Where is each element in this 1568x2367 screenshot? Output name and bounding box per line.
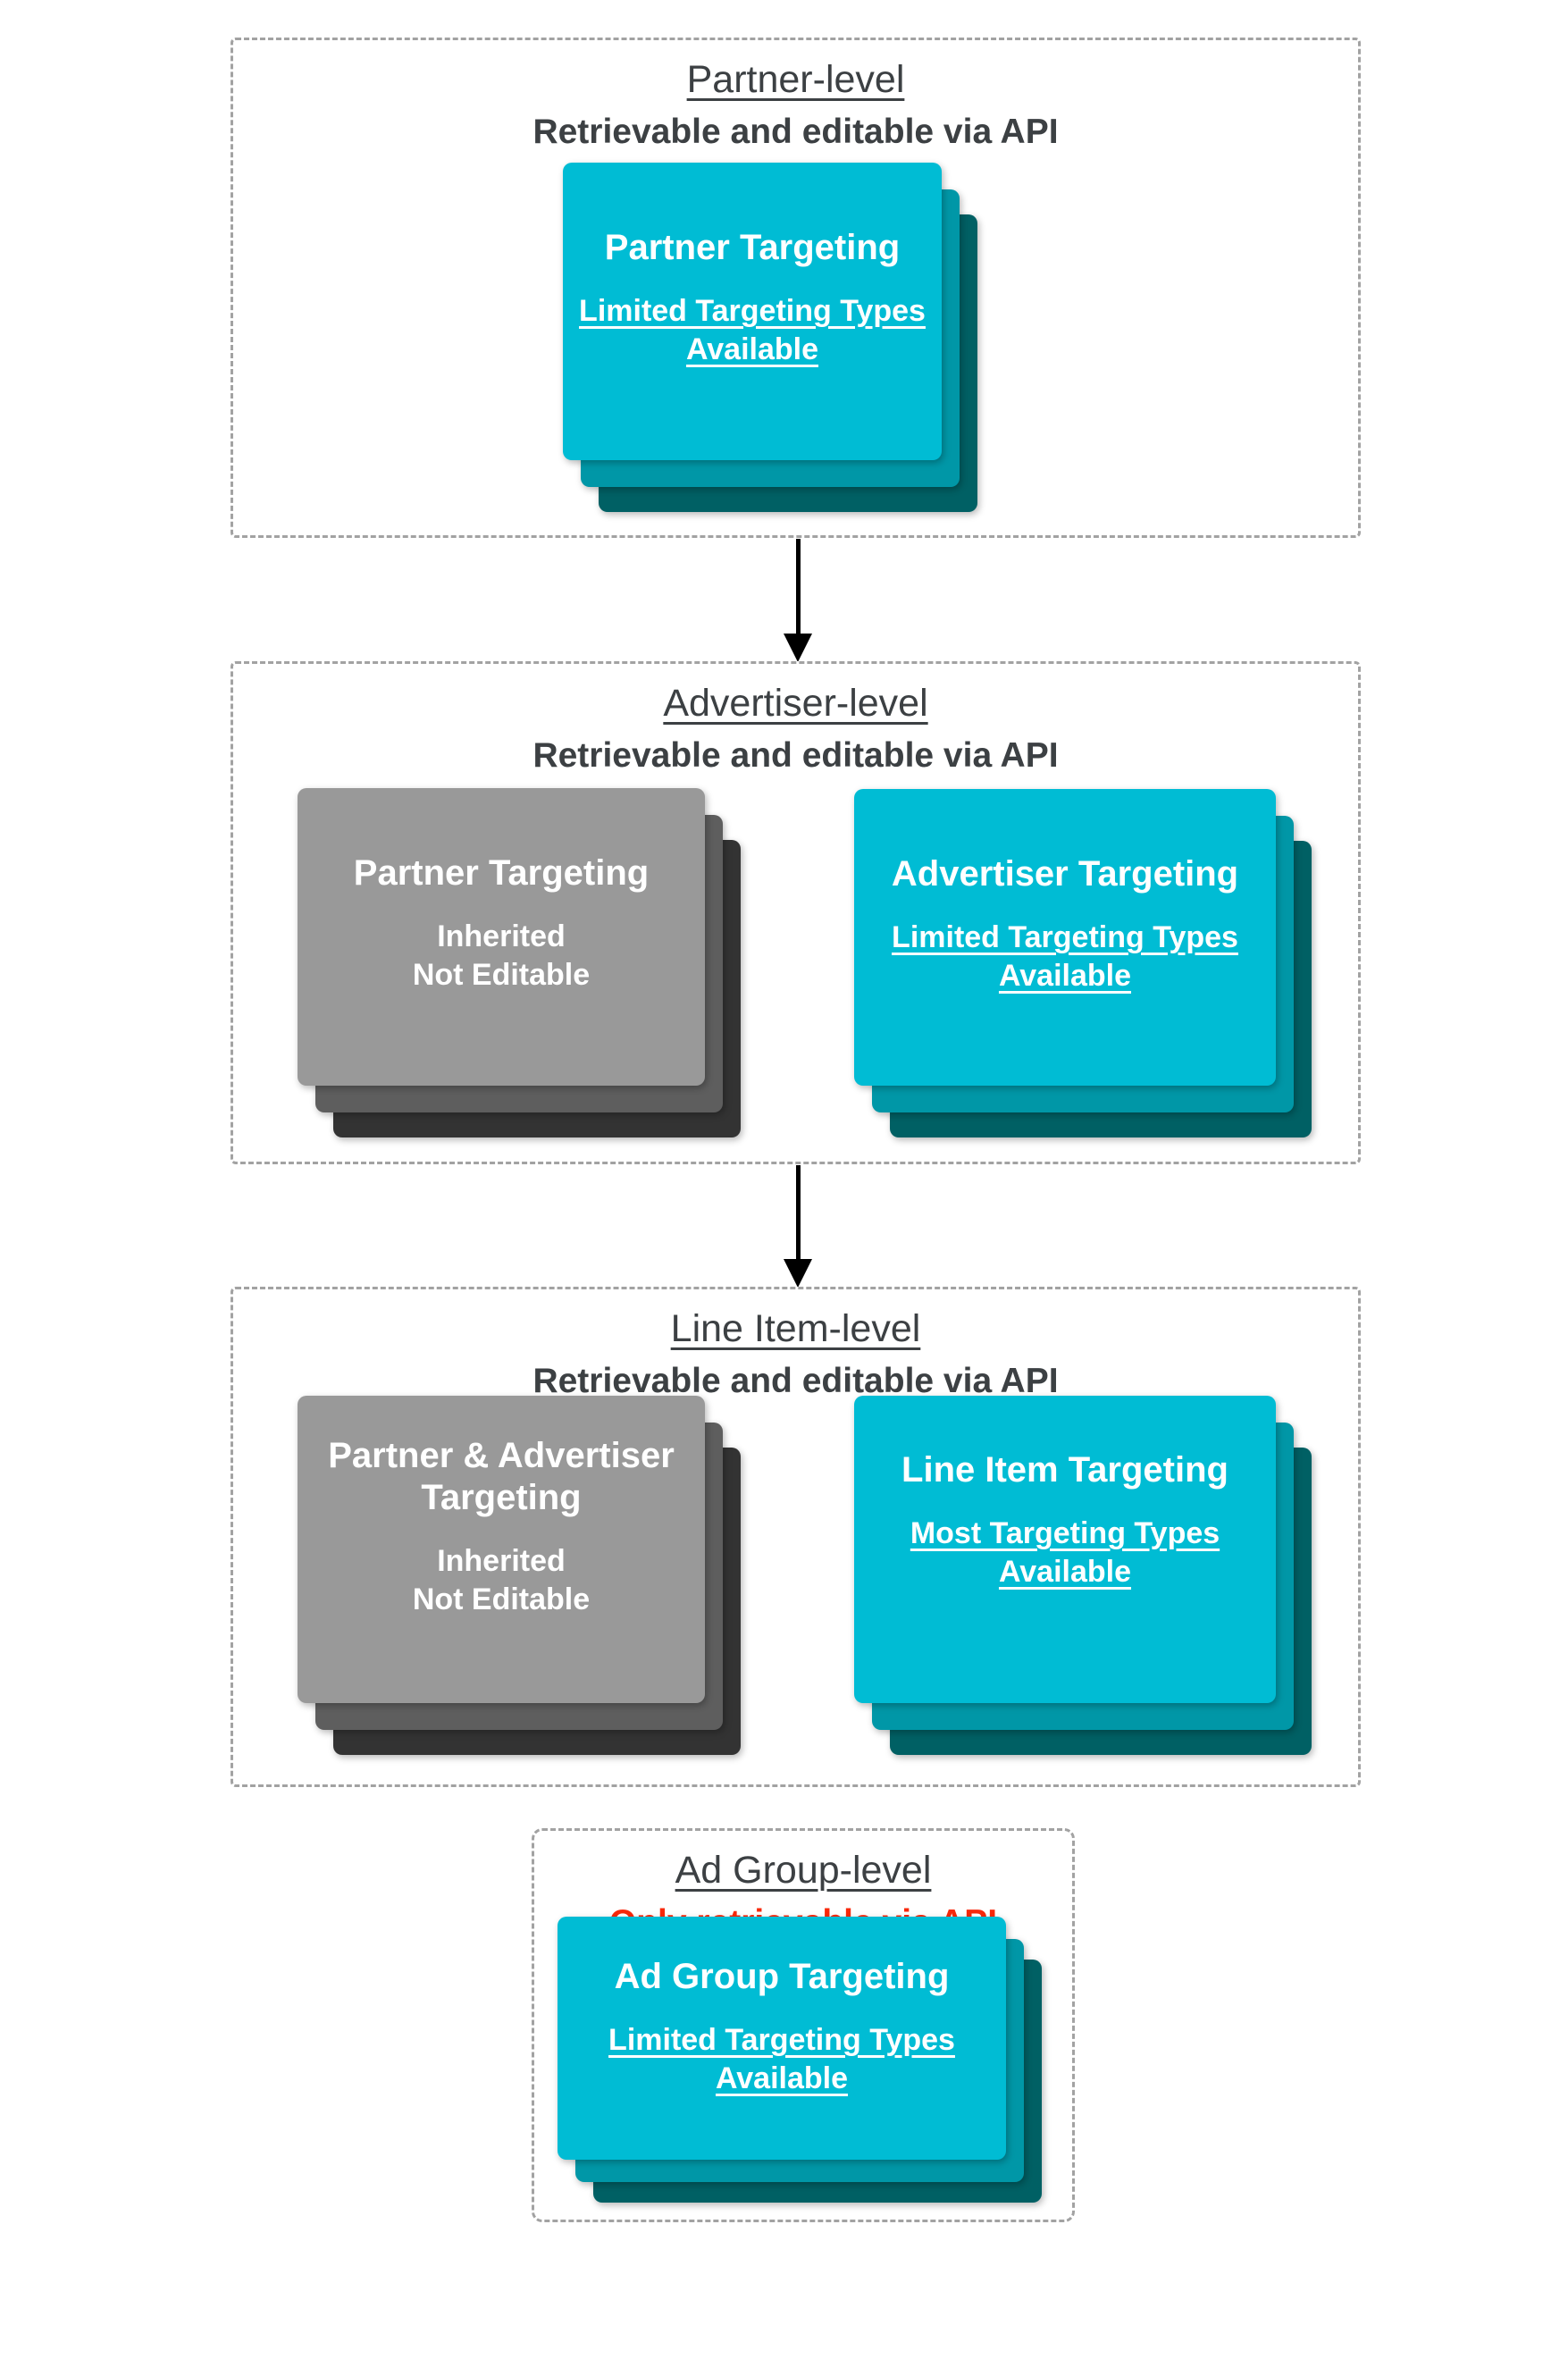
section-title: Advertiser-level	[233, 680, 1358, 728]
card-body-line: Available	[998, 958, 1132, 993]
card-title: Partner Targeting	[604, 228, 901, 267]
card-body-line: Inherited	[437, 919, 566, 954]
card-body-line: Not Editable	[412, 957, 591, 992]
section-title-text: Ad Group-level	[675, 1849, 932, 1892]
card-title: Partner Targeting	[353, 853, 650, 893]
section-title-text: Advertiser-level	[663, 682, 928, 725]
card-ad-group-targeting: Ad Group Targeting Limited Targeting Typ…	[558, 1917, 1006, 2160]
section-ad-group-level: Ad Group-level Only retrievable via API …	[532, 1828, 1075, 2222]
card-title: Partner & Advertiser Targeting	[328, 1435, 675, 1519]
card-body: Limited Targeting Types Available	[892, 919, 1238, 995]
card-line-item-targeting: Line Item Targeting Most Targeting Types…	[854, 1396, 1276, 1703]
card-title: Advertiser Targeting	[891, 854, 1239, 894]
card-body-line: Available	[715, 2061, 849, 2095]
card-body: Inherited Not Editable	[413, 1542, 590, 1618]
card-title: Line Item Targeting	[901, 1450, 1228, 1490]
card-body-line: Available	[685, 332, 819, 366]
card-title: Ad Group Targeting	[614, 1957, 950, 1996]
section-title-text: Line Item-level	[670, 1307, 921, 1350]
card-inherited-partner-targeting: Partner Targeting Inherited Not Editable	[298, 788, 705, 1086]
section-title: Ad Group-level	[534, 1847, 1072, 1895]
section-subtitle: Retrievable and editable via API	[532, 112, 1059, 151]
card-body-line: Most Targeting Types	[910, 1516, 1220, 1551]
card-body-line: Limited Targeting Types	[892, 920, 1238, 955]
section-title: Line Item-level	[233, 1305, 1358, 1354]
arrow-down-icon	[771, 1165, 825, 1288]
card-body: Limited Targeting Types Available	[608, 2021, 955, 2097]
section-subtitle: Retrievable and editable via API	[532, 735, 1059, 775]
card-body: Most Targeting Types Available	[910, 1515, 1220, 1591]
arrow-line	[795, 1165, 801, 1260]
arrow-head	[784, 1259, 812, 1288]
card-partner-targeting: Partner Targeting Limited Targeting Type…	[563, 163, 942, 460]
card-title-line: Targeting	[421, 1478, 582, 1518]
arrow-head	[784, 634, 812, 662]
card-body-line: Limited Targeting Types	[608, 2023, 955, 2058]
card-body-line: Limited Targeting Types	[579, 294, 926, 329]
section-title: Partner-level	[233, 56, 1358, 105]
section-partner-level: Partner-level Retrievable and editable v…	[231, 38, 1361, 538]
section-title-text: Partner-level	[686, 58, 905, 101]
card-body: Inherited Not Editable	[413, 918, 590, 994]
card-body-line: Available	[998, 1554, 1132, 1589]
card-body-line: Not Editable	[412, 1582, 591, 1616]
card-advertiser-targeting: Advertiser Targeting Limited Targeting T…	[854, 789, 1276, 1086]
section-advertiser-level: Advertiser-level Retrievable and editabl…	[231, 661, 1361, 1164]
card-title-line: Partner & Advertiser	[328, 1436, 675, 1475]
card-body-line: Inherited	[437, 1544, 566, 1579]
arrow-line	[795, 539, 801, 634]
card-body: Limited Targeting Types Available	[579, 292, 926, 368]
card-inherited-partner-advertiser-targeting: Partner & Advertiser Targeting Inherited…	[298, 1396, 705, 1703]
section-subtitle: Retrievable and editable via API	[532, 1361, 1059, 1400]
arrow-down-icon	[771, 539, 825, 662]
section-line-item-level: Line Item-level Retrievable and editable…	[231, 1287, 1361, 1787]
